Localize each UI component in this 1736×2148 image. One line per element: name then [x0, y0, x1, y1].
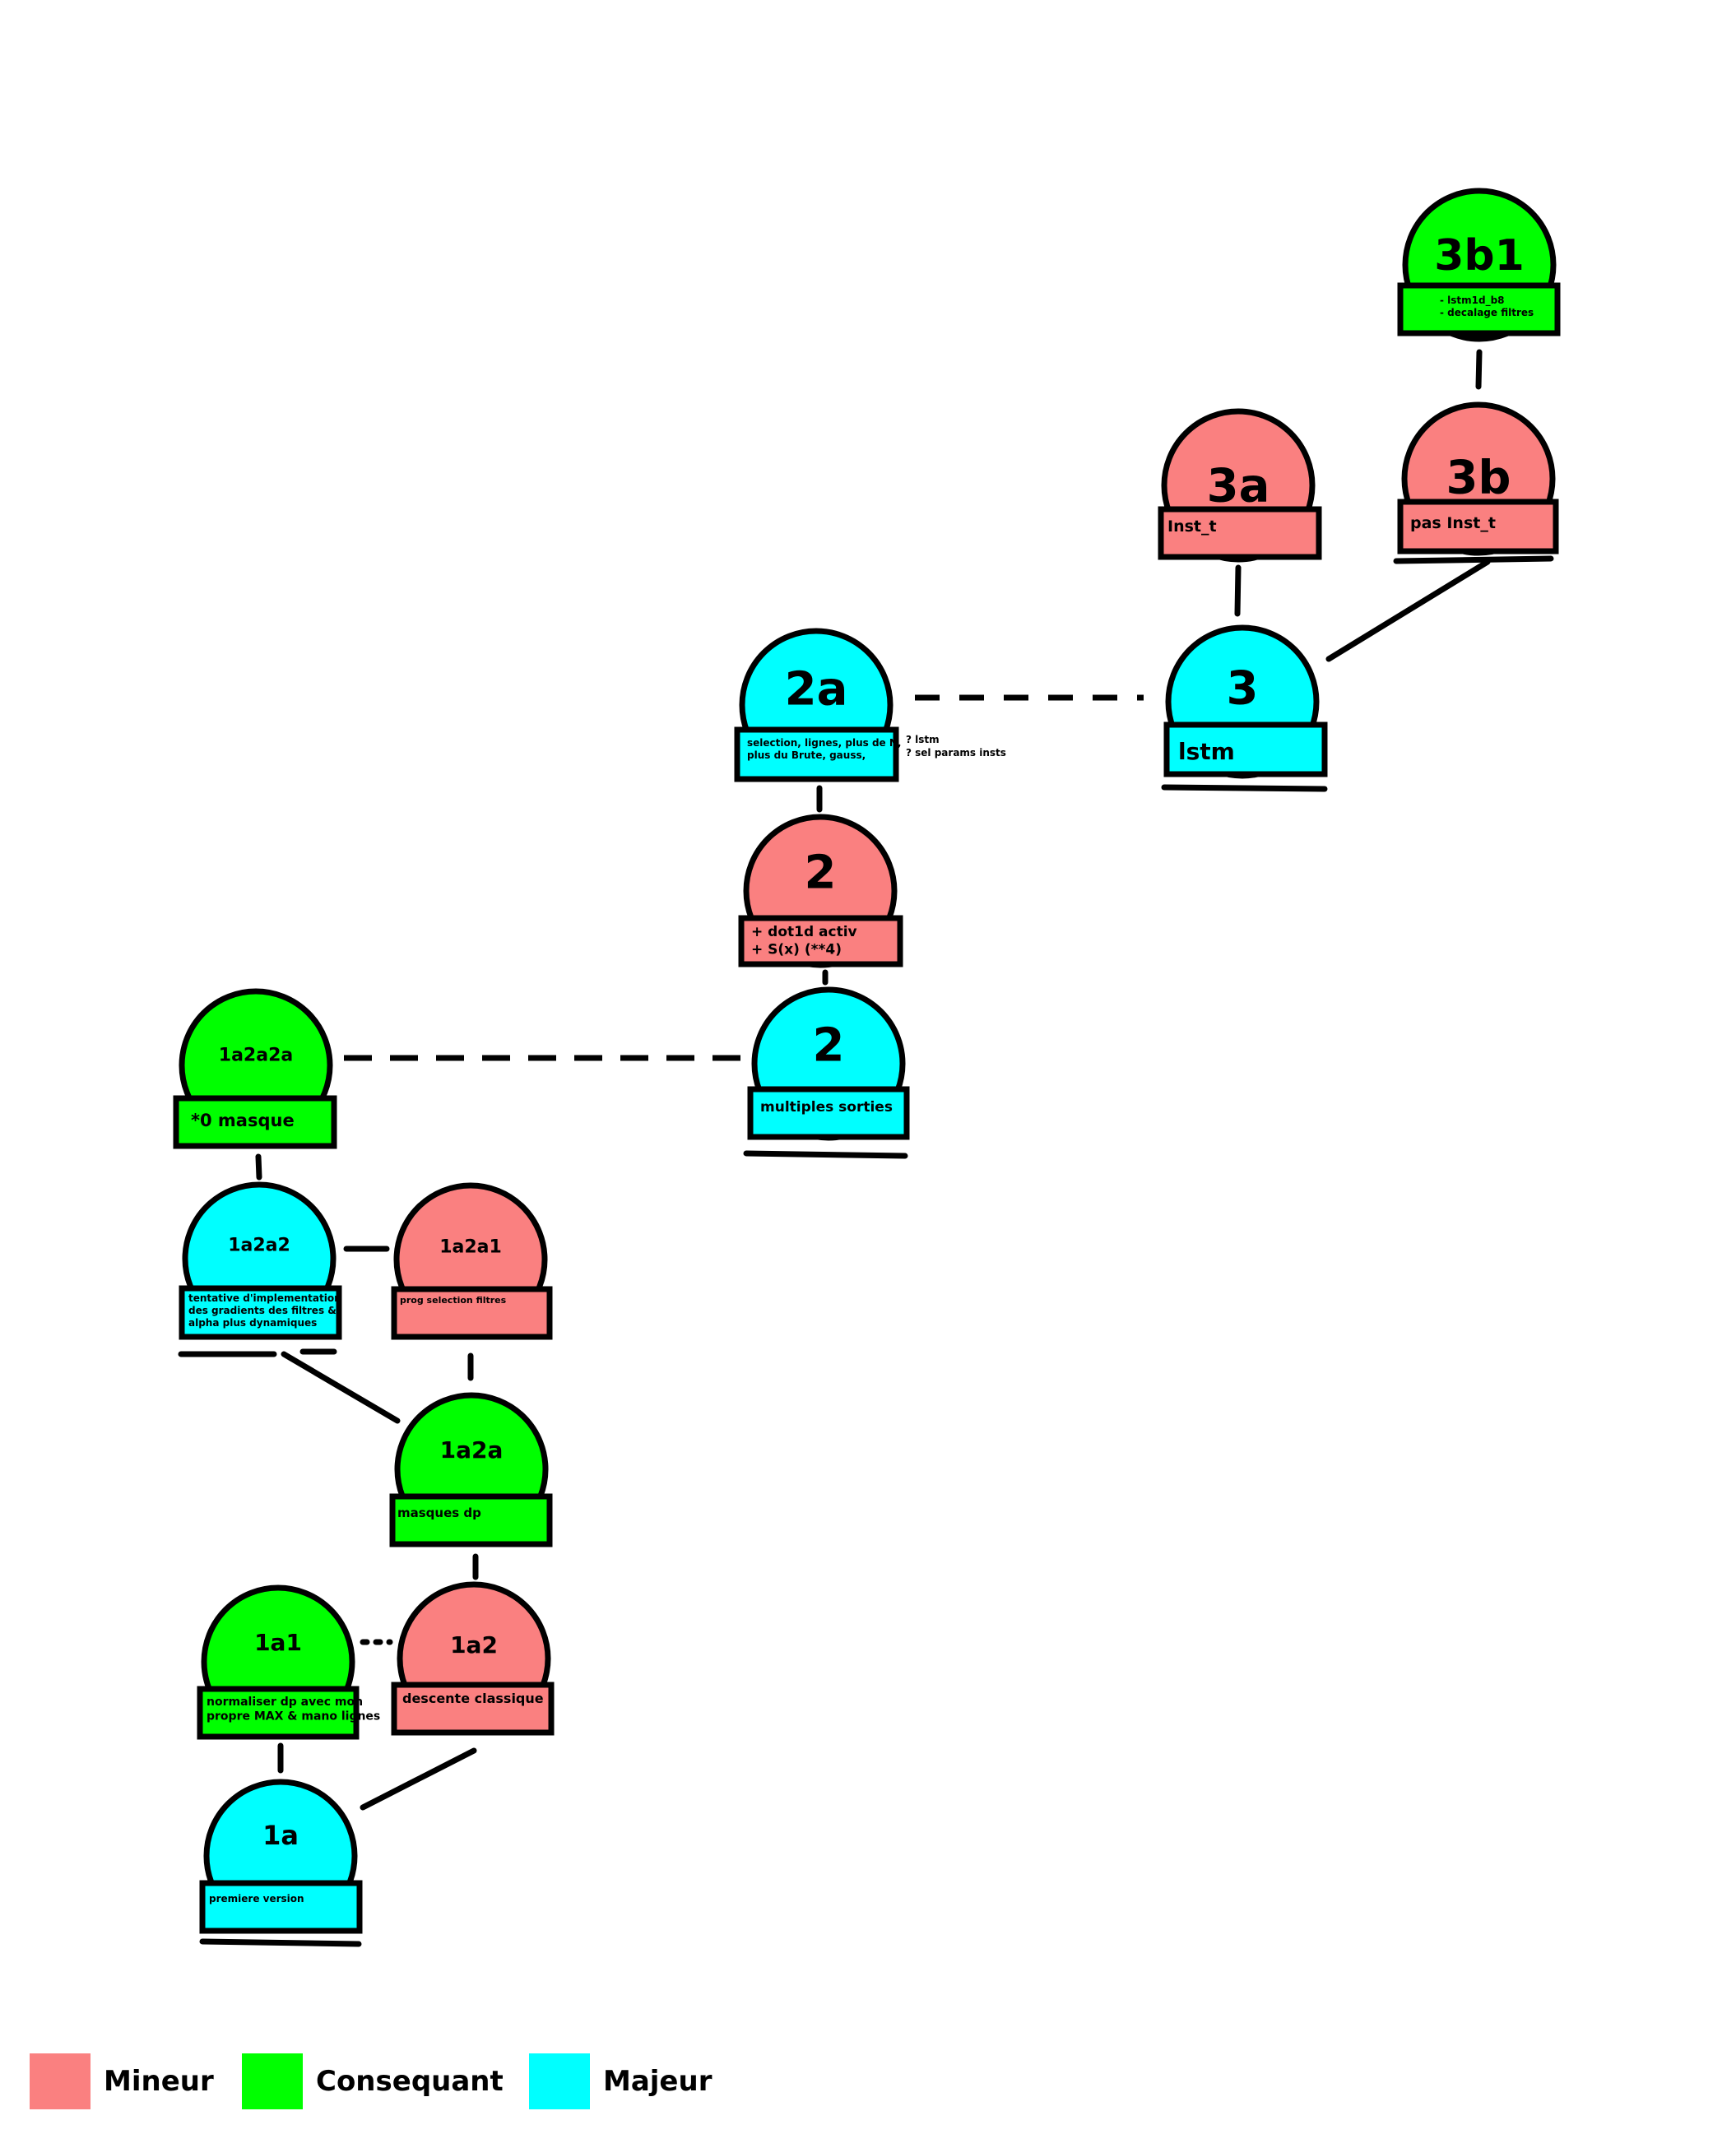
node-description-line: tentative d'implementation [188, 1292, 341, 1304]
node-1a2a2a: 1a2a2a *0 masque [173, 988, 337, 1149]
node-label-box [173, 1095, 337, 1149]
edge-3b1-3b [1475, 349, 1483, 390]
node-3b: 3b pas Inst_t [1397, 401, 1559, 556]
node-description-line: - decalage filtres [1440, 307, 1534, 318]
node-3: 3 lstm [1163, 624, 1328, 779]
node-label-box [734, 726, 899, 782]
node-title: 2 [813, 1019, 845, 1073]
node-description-line: *0 masque [191, 1111, 295, 1130]
node-title: 1a2a2 [228, 1236, 290, 1256]
edge-1a2a2-1a2a [281, 1351, 401, 1424]
node-label-box [391, 1682, 555, 1736]
node-label-box [738, 915, 903, 967]
node-label-box [1397, 282, 1561, 336]
node-label-box [389, 1493, 553, 1547]
node-description-line: propre MAX & mano lignes [207, 1710, 380, 1724]
node-1a2a1: 1a2a1 prog selection filtres [391, 1182, 553, 1340]
side-note-line: ? lstm [906, 734, 940, 745]
node-title: 3 [1227, 662, 1259, 716]
legend-swatch [30, 2053, 91, 2109]
node-2: 2 multiples sorties [747, 986, 910, 1141]
node-description-line: lstm [1178, 738, 1235, 765]
node-2: 2 + dot1d activ+ S(x) (**4) [738, 814, 903, 968]
node-description-line: descente classique [402, 1691, 544, 1706]
legend-label: Consequant [316, 2065, 504, 2098]
tree-edges [255, 349, 1491, 1811]
node-1a2: 1a2 descente classique [391, 1581, 555, 1736]
node-3b1: 3b1 - lstm1d_b8- decalage filtres [1397, 188, 1561, 342]
node-1a2a: 1a2a masques dp [389, 1392, 553, 1547]
legend-label: Majeur [603, 2065, 713, 2098]
node-description-line: prog selection filtres [400, 1295, 507, 1306]
node-title: 1a2a1 [439, 1237, 502, 1258]
node-title: 3a [1207, 460, 1270, 513]
node-label-box [1397, 499, 1559, 554]
branch-underlines [178, 555, 1554, 1947]
node-description-line: multiples sorties [760, 1099, 893, 1116]
edge-3b-3 [1325, 559, 1491, 662]
edge-3a-3 [1234, 564, 1242, 617]
node-1a: 1a premiere version [199, 1779, 363, 1934]
underline-1a [199, 1938, 362, 1947]
node-2a: 2a selection, lignes, plus de N,plus du B… [734, 628, 901, 782]
node-title: 2 [805, 847, 837, 900]
node-description-line: selection, lignes, plus de N, [747, 737, 901, 749]
node-title: 1a2a [440, 1436, 504, 1464]
node-title: 1a2a2a [219, 1046, 293, 1066]
node-label-box [1158, 506, 1322, 560]
underline-2 [743, 1150, 908, 1159]
node-description-line: masques dp [397, 1505, 481, 1520]
node-title: 2a [785, 663, 848, 717]
node-title: 3b [1446, 452, 1511, 505]
node-description-line: des gradients des filtres & [188, 1305, 337, 1316]
node-label-box [1163, 721, 1328, 777]
node-title: 1a [262, 1820, 299, 1851]
legend-swatch [529, 2053, 590, 2109]
underline-3 [1161, 784, 1328, 792]
underline-3b [1393, 555, 1554, 564]
node-description-line: pas Inst_t [1410, 514, 1496, 532]
node-title: 1a2 [450, 1631, 498, 1659]
edge-1a2a2a-1a2a2 [255, 1153, 262, 1181]
legend-label: Mineur [104, 2065, 214, 2098]
side-notes: ? lstm ? sel params insts [906, 734, 1006, 759]
legend-swatch [242, 2053, 303, 2109]
side-note-line: ? sel params insts [906, 747, 1006, 759]
edge-1a2-1a [360, 1747, 477, 1811]
node-description-line: + dot1d activ [751, 924, 857, 940]
node-description-line: premiere version [209, 1893, 304, 1904]
node-label-box [391, 1286, 553, 1340]
node-label-box [197, 1686, 360, 1740]
node-title: 3b1 [1434, 231, 1525, 281]
node-label-box [199, 1880, 363, 1934]
node-label-box [747, 1086, 910, 1140]
node-description-line: + S(x) (**4) [751, 941, 842, 958]
node-description-line: normaliser dp avec mon [207, 1696, 363, 1709]
node-description-line: plus du Brute, gauss, [747, 749, 866, 761]
node-description-line: alpha plus dynamiques [188, 1317, 317, 1329]
node-description-line: - lstm1d_b8 [1440, 295, 1505, 307]
tree-nodes: 3b1 - lstm1d_b8- decalage filtres 3aInst_t… [173, 188, 1561, 1934]
node-title: 1a1 [254, 1629, 302, 1656]
node-label-box [179, 1285, 342, 1340]
node-description-line: Inst_t [1167, 517, 1217, 536]
